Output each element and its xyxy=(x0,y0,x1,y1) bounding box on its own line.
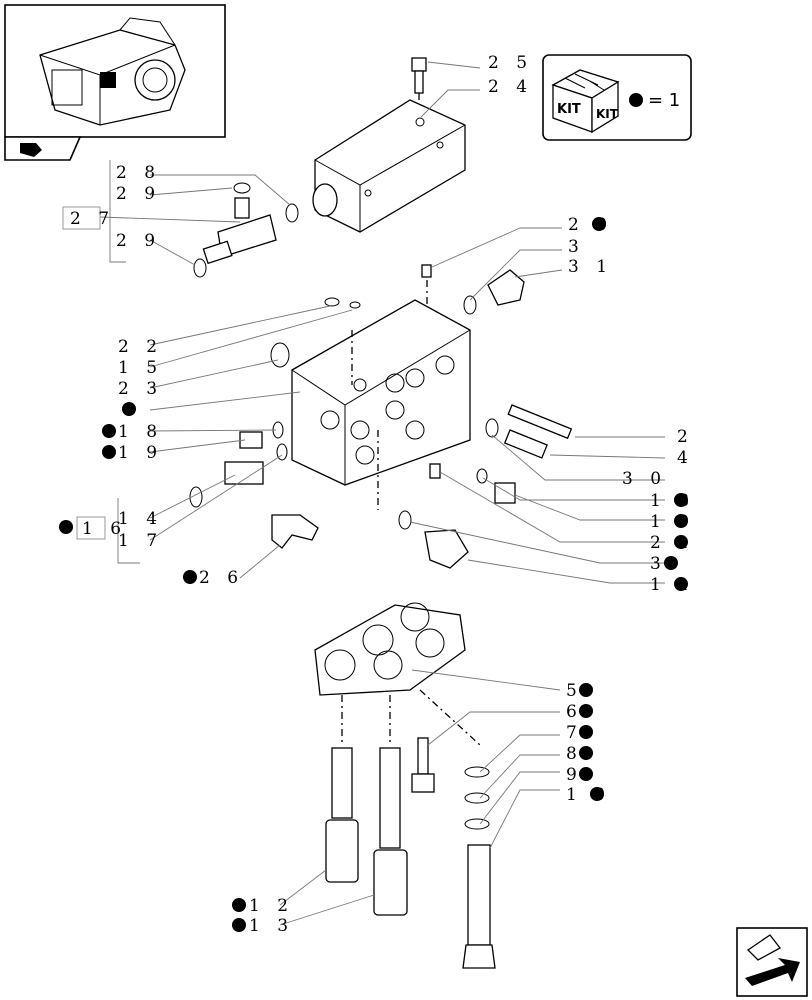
callout-27-box xyxy=(62,206,101,230)
part-oring-8 xyxy=(464,792,490,804)
part-screw-2 xyxy=(507,404,573,440)
part-oring-3b xyxy=(398,510,412,530)
callout-10-bullet xyxy=(590,787,604,801)
kit-bullet-icon xyxy=(629,93,643,107)
callout-26-bullet xyxy=(183,570,197,584)
part-fitting-17 xyxy=(189,443,288,508)
callout-9: 9 xyxy=(566,765,583,785)
callout-5-bullet xyxy=(579,683,593,697)
kit-equals-text: = 1 xyxy=(648,90,680,111)
callout-12: 1 2 xyxy=(249,896,294,916)
part-valve-block xyxy=(291,299,471,510)
arrow-icon xyxy=(745,958,800,986)
part-spool-12 xyxy=(325,747,359,883)
callout-16-bullet xyxy=(59,520,73,534)
callout-19b: 1 9 xyxy=(650,512,695,532)
callout-23: 2 3 xyxy=(118,379,163,399)
callout-8: 8 xyxy=(566,744,583,764)
part-oring-9 xyxy=(464,818,490,830)
part-plug-18 xyxy=(239,421,284,449)
kit-legend: KIT KIT = 1 xyxy=(542,54,692,141)
part-screw-6 xyxy=(411,737,435,793)
part-plug-20 xyxy=(421,264,432,310)
callout-20-bullet xyxy=(592,217,606,231)
tractor-icon xyxy=(20,143,42,157)
callout-29a: 2 9 xyxy=(116,184,161,204)
part-elbow-26 xyxy=(271,514,319,549)
part-cover-24 xyxy=(312,99,466,233)
callout-18b: 1 8 xyxy=(650,491,695,511)
part-screw-31 xyxy=(463,269,525,315)
parts-drawing xyxy=(189,57,573,969)
callout-22: 2 2 xyxy=(118,337,163,357)
part-oring-23 xyxy=(270,342,290,368)
callout-26: 2 6 xyxy=(199,568,244,588)
callout-3b-bullet xyxy=(664,556,678,570)
part-tee-fitting-27 xyxy=(193,182,299,278)
callout-9-bullet xyxy=(579,767,593,781)
part-spool-10 xyxy=(462,844,496,969)
page-corner-icon xyxy=(746,934,781,961)
callout-18b-bullet xyxy=(674,493,688,507)
callout-6: 6 xyxy=(566,702,583,722)
callout-6-bullet xyxy=(579,704,593,718)
callout-10: 1 0 xyxy=(566,785,611,805)
callout-16: 1 6 xyxy=(82,519,127,539)
callout-8-bullet xyxy=(579,746,593,760)
part-plug-21 xyxy=(429,463,441,479)
callout-18a: 1 8 xyxy=(118,422,163,442)
part-oring-7 xyxy=(464,766,490,778)
callout-24: 2 4 xyxy=(488,77,533,97)
callout-13-bullet xyxy=(232,918,246,932)
locator-thumbnail[interactable] xyxy=(4,4,226,161)
callout-19b-bullet xyxy=(674,514,688,528)
thumbnail-tab xyxy=(4,136,82,161)
callout-4: 4 xyxy=(677,448,694,468)
callout-31: 3 1 xyxy=(568,257,613,277)
callout-7-bullet xyxy=(579,725,593,739)
callout-19a-bullet xyxy=(102,445,116,459)
callout-29b: 2 9 xyxy=(116,231,161,251)
callout-30: 3 0 xyxy=(622,469,667,489)
callout-labels: 2 5 2 4 2 8 2 9 2 7 2 9 2 0 3 3 1 2 2 1 … xyxy=(59,53,695,936)
transmission-housing-illustration xyxy=(39,17,186,126)
callout-11-bullet xyxy=(674,577,688,591)
part-plug-11 xyxy=(424,529,469,569)
callout-27: 2 7 xyxy=(70,209,115,229)
leader-lines xyxy=(99,61,666,926)
callout-11: 1 1 xyxy=(650,575,695,595)
callout-7: 7 xyxy=(566,723,583,743)
kit-badge-side: KIT xyxy=(596,107,619,121)
part-oring-15 xyxy=(349,301,361,309)
callout-3b: 3 xyxy=(650,554,667,574)
callout-16-box xyxy=(76,516,106,540)
callout-21: 2 1 xyxy=(650,533,695,553)
callout-21-bullet xyxy=(674,535,688,549)
kit-box-icon: KIT KIT xyxy=(551,69,620,134)
callout-20: 2 0 xyxy=(568,215,613,235)
callout-19a: 1 9 xyxy=(118,443,163,463)
part-plug-4 xyxy=(485,418,548,459)
callout-25: 2 5 xyxy=(488,53,533,73)
callout-15: 1 5 xyxy=(118,358,163,378)
callout-3a: 3 xyxy=(568,237,585,257)
callout-28: 2 8 xyxy=(116,163,161,183)
callout-2: 2 xyxy=(677,427,694,447)
part-plug-19b xyxy=(494,482,516,504)
next-page-button[interactable] xyxy=(736,927,808,997)
callout-23-bullet xyxy=(122,402,136,416)
callout-18a-bullet xyxy=(102,424,116,438)
part-oring-22 xyxy=(324,297,340,307)
callout-13: 1 3 xyxy=(249,916,294,936)
part-oring-18b xyxy=(476,468,488,484)
part-spool-13 xyxy=(373,747,408,916)
callout-12-bullet xyxy=(232,898,246,912)
kit-badge-top: KIT xyxy=(557,102,581,117)
callout-17: 1 7 xyxy=(118,531,163,551)
callout-14: 1 4 xyxy=(118,509,163,529)
callout-5: 5 xyxy=(566,681,583,701)
